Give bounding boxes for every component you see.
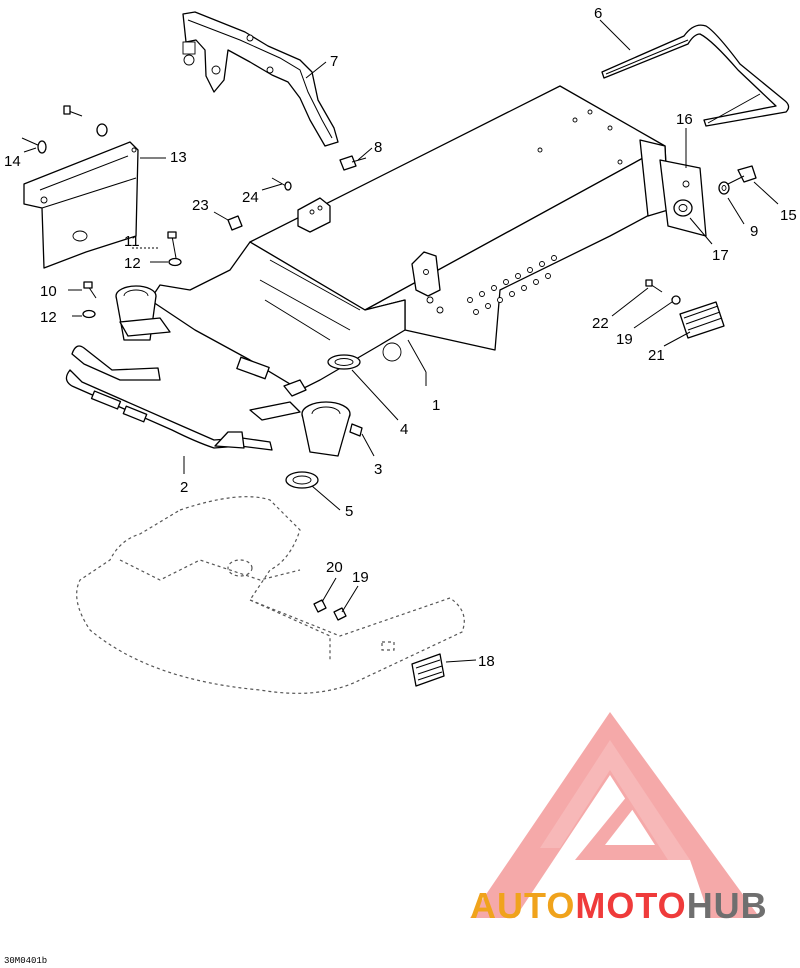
leader-lines [23, 19, 779, 663]
watermark-triangle [470, 712, 760, 918]
part-5-bushing [285, 471, 319, 489]
part-14-rivet [21, 137, 47, 154]
callout-24: 24 [242, 189, 259, 206]
part-22-screw [645, 279, 663, 293]
callout-22: 22 [592, 315, 609, 332]
callout-12-lower: 12 [40, 309, 57, 326]
callout-6: 6 [594, 5, 602, 22]
part-14-hardware [63, 105, 108, 137]
part-9-washer [718, 181, 730, 195]
part-4-bushing [327, 354, 361, 370]
part-23-nut [227, 215, 243, 231]
callout-16: 16 [676, 111, 693, 128]
callout-15: 15 [780, 207, 797, 224]
callout-12-upper: 12 [124, 255, 141, 272]
callout-13: 13 [170, 149, 187, 166]
part-1-main-frame [149, 85, 669, 391]
callout-23: 23 [192, 197, 209, 214]
part-3-spindle-housing-right [249, 379, 351, 457]
callout-8: 8 [374, 139, 382, 156]
part-15-bolt [727, 165, 757, 185]
part-3-screw [349, 423, 363, 437]
part-10-bolt [83, 281, 97, 299]
part-24-rivet [271, 177, 292, 191]
callout-19-lower: 19 [352, 569, 369, 586]
part-7-steering-support [182, 11, 339, 147]
watermark-auto: AUTO [470, 885, 575, 926]
callout-3: 3 [374, 461, 382, 478]
callout-19-upper: 19 [616, 331, 633, 348]
part-21-reflector [679, 301, 725, 339]
part-11-bolt [167, 231, 177, 259]
part-6-rear-bumper [601, 24, 790, 127]
part-2-front-bumper [65, 345, 273, 451]
callout-9: 9 [750, 223, 758, 240]
part-19-nut-lower [333, 607, 347, 621]
callout-4: 4 [400, 421, 408, 438]
part-18-bellypan [76, 496, 465, 694]
part-12-washer-lower [82, 309, 96, 319]
callout-10: 10 [40, 283, 57, 300]
part-8-bolt [339, 155, 367, 171]
part-16-rear-plate [659, 159, 707, 237]
part-20-screw [313, 599, 327, 613]
part-17-nut [673, 199, 693, 217]
drawing-code: 30M0401b [4, 956, 47, 966]
part-18-reflector [411, 653, 445, 687]
callout-20: 20 [326, 559, 343, 576]
callout-5: 5 [345, 503, 353, 520]
part-13-side-plate [23, 141, 139, 269]
callout-17: 17 [712, 247, 729, 264]
watermark-moto: MOTO [575, 885, 686, 926]
watermark-hub: HUB [687, 885, 768, 926]
part-12-washer-upper [168, 257, 182, 267]
part-19-nut-upper [671, 295, 681, 305]
callout-21: 21 [648, 347, 665, 364]
callout-11: 11 [124, 233, 140, 250]
callout-14: 14 [4, 153, 21, 170]
callout-2: 2 [180, 479, 188, 496]
watermark-logo: AUTOMOTOHUB [470, 712, 768, 926]
callout-7: 7 [330, 53, 338, 70]
watermark-triangle-inner [540, 740, 690, 860]
callout-18: 18 [478, 653, 495, 670]
watermark-text: AUTOMOTOHUB [470, 885, 768, 926]
frame-hole-pattern [426, 109, 623, 315]
callout-1: 1 [432, 397, 440, 414]
callout-numbers: 1 2 3 4 5 6 7 8 9 10 11 12 12 13 14 15 1… [4, 5, 797, 670]
part-11-spindle-housing-left [115, 285, 171, 341]
